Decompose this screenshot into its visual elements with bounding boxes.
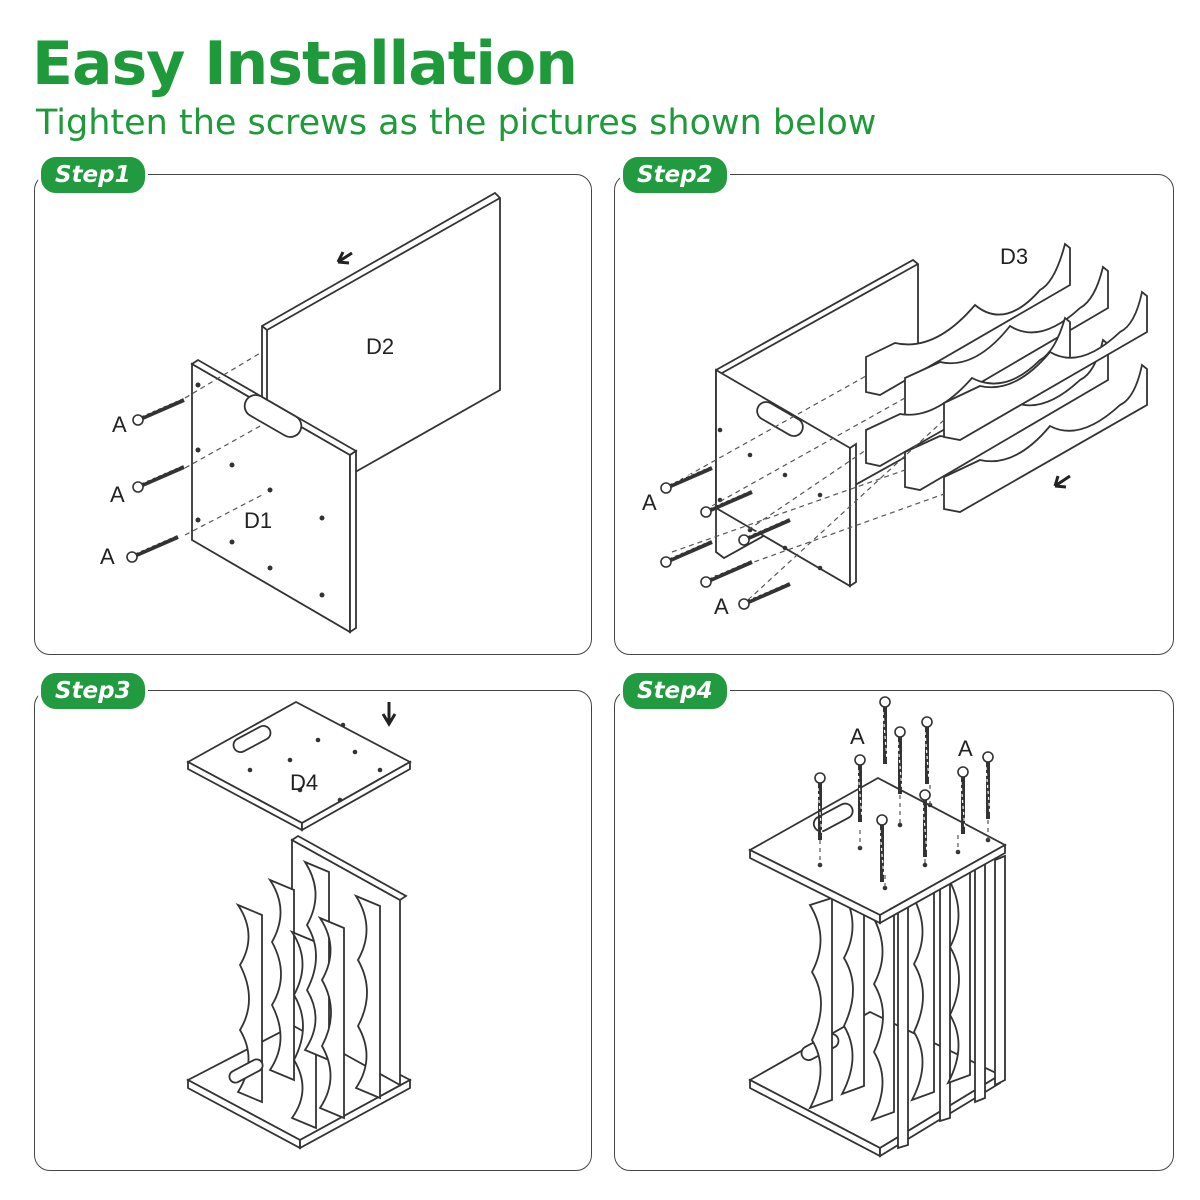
page-title: Easy Installation (32, 29, 578, 99)
step2-badge: Step2 (620, 154, 730, 196)
step1-board-label-d1: D1 (244, 508, 273, 533)
step1-screw-label-2: A (110, 482, 125, 507)
step2-rack-label-d3: D3 (1000, 244, 1029, 269)
step4-badge: Step4 (620, 670, 730, 712)
page-subtitle: Tighten the screws as the pictures shown… (36, 103, 877, 143)
step1-board-label-d2: D2 (366, 334, 395, 359)
step4-screw-label-1: A (850, 724, 865, 749)
step1-screw-label-3: A (100, 544, 115, 569)
step1-badge: Step1 (38, 154, 148, 196)
step1-drawing (125, 191, 501, 634)
step2-screw-label-1: A (642, 490, 657, 515)
step2-drawing (659, 242, 1148, 611)
step4-screw-label-2: A (958, 736, 973, 761)
step1-screw-label-1: A (112, 412, 127, 437)
step2-screw-label-2: A (714, 594, 729, 619)
step3-badge: Step3 (38, 670, 148, 712)
step4-drawing (748, 695, 1007, 1158)
step3-drawing (186, 700, 412, 1150)
step3-board-label-d4: D4 (290, 770, 319, 795)
